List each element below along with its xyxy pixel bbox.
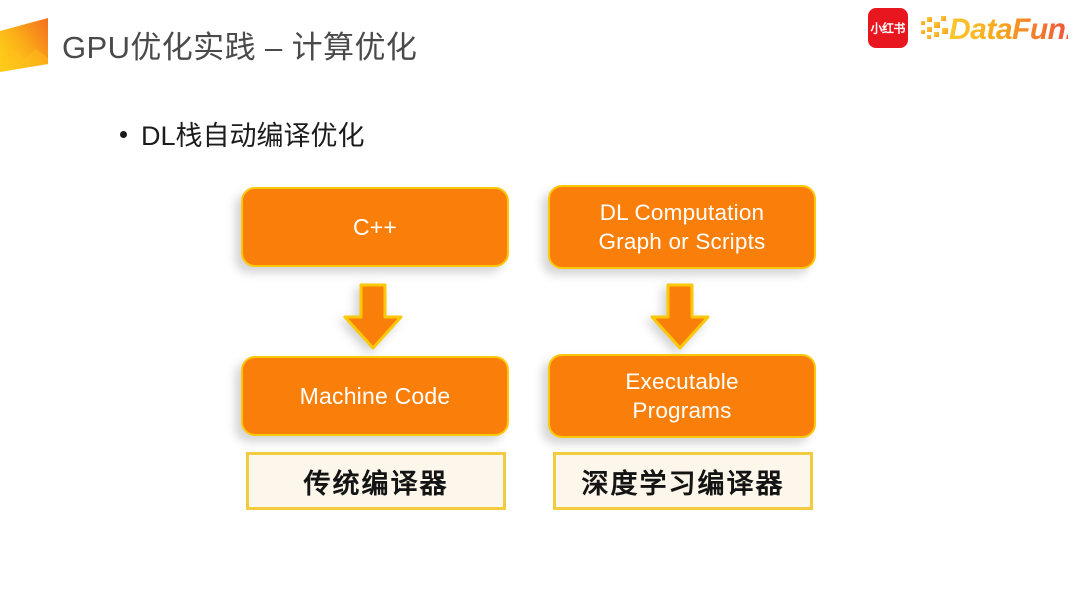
down-arrow-icon-left (342, 283, 404, 351)
bullet-text: DL栈自动编译优化 (141, 121, 365, 151)
down-arrow-icon-right (649, 283, 711, 351)
xiaohongshu-logo: 小红书 (868, 8, 908, 48)
flow-box-exec-line2: Programs (632, 398, 732, 423)
flow-box-exec-line1: Executable (625, 369, 739, 394)
xiaohongshu-logo-text: 小红书 (870, 21, 906, 35)
bullet-marker-icon (120, 131, 127, 138)
flow-box-dl-computation-graph: DL Computation Graph or Scripts (548, 185, 816, 269)
flow-box-machine-code: Machine Code (241, 356, 509, 436)
brand-logos: 小红书 (868, 8, 1068, 48)
decorative-shard-icon (0, 18, 52, 72)
bullet-item: DL栈自动编译优化 (120, 117, 365, 155)
datafun-wordmark: DataFun. (949, 13, 1068, 46)
flow-box-dl-line2: Graph or Scripts (598, 229, 766, 254)
flow-box-dl-line1: DL Computation (599, 200, 765, 225)
caption-traditional-compiler: 传统编译器 (246, 452, 506, 510)
flow-box-executable-programs: Executable Programs (548, 354, 816, 438)
page-title: GPU优化实践 – 计算优化 (62, 30, 418, 65)
caption-deep-learning-compiler: 深度学习编译器 (553, 452, 813, 510)
datafun-logo: DataFun. (920, 8, 1068, 48)
flow-box-cpp: C++ (241, 187, 509, 267)
